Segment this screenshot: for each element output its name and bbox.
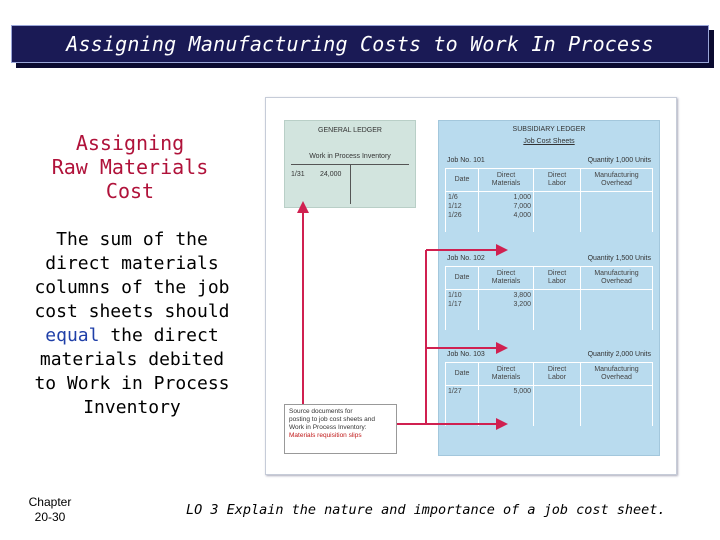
body-line: materials debited bbox=[39, 349, 225, 370]
ledger-figure: GENERAL LEDGER Work in Process Inventory… bbox=[265, 97, 677, 475]
subsidiary-ledger: SUBSIDIARY LEDGER Job Cost Sheets Job No… bbox=[438, 120, 660, 456]
job-quantity: Quantity 2,000 Units bbox=[587, 351, 651, 358]
body-line-rest: the direct bbox=[99, 325, 219, 346]
overhead-cell bbox=[580, 385, 653, 426]
equal-word: equal bbox=[45, 325, 100, 346]
job-number: Job No. 102 bbox=[447, 255, 485, 262]
source-line: Materials requisition slips bbox=[289, 432, 362, 439]
job-number: Job No. 103 bbox=[447, 351, 485, 358]
labor-cell bbox=[533, 385, 581, 426]
overhead-cell bbox=[580, 191, 653, 232]
chapter-number: 20-30 bbox=[34, 510, 66, 524]
job-quantity: Quantity 1,500 Units bbox=[587, 255, 651, 262]
gl-date: 1/31 bbox=[291, 171, 305, 178]
sub-heading-line: Raw Materials bbox=[51, 155, 209, 179]
sub-heading: Assigning Raw Materials Cost bbox=[30, 131, 230, 203]
account-name: Work in Process Inventory bbox=[309, 153, 391, 160]
general-ledger: GENERAL LEDGER Work in Process Inventory… bbox=[284, 120, 416, 208]
flow-arrows bbox=[297, 201, 508, 430]
t-account-divider bbox=[350, 164, 351, 204]
subsidiary-ledger-header: SUBSIDIARY LEDGER bbox=[512, 126, 586, 133]
chapter-line: Chapter bbox=[28, 495, 72, 509]
source-line: posting to job cost sheets and bbox=[289, 416, 376, 423]
arrow-to-source-trunk bbox=[397, 250, 427, 425]
sub-heading-line: Cost bbox=[105, 179, 155, 203]
body-text: The sum of the direct materials columns … bbox=[30, 228, 234, 420]
title-bar: Assigning Manufacturing Costs to Work In… bbox=[11, 25, 709, 63]
body-line: direct materials bbox=[45, 253, 219, 274]
slide-title: Assigning Manufacturing Costs to Work In… bbox=[66, 32, 654, 56]
body-line: Inventory bbox=[83, 397, 181, 418]
body-line: equal the direct bbox=[30, 324, 234, 348]
labor-cell bbox=[533, 289, 581, 330]
overhead-cell bbox=[580, 289, 653, 330]
subsidiary-ledger-subheader: Job Cost Sheets bbox=[523, 138, 575, 145]
chapter-label: Chapter 20-30 bbox=[10, 495, 90, 525]
col-date: Date bbox=[445, 266, 479, 290]
body-line: columns of the job bbox=[34, 277, 230, 298]
job-number: Job No. 101 bbox=[447, 157, 485, 164]
source-line: Work in Process Inventory: bbox=[289, 424, 367, 431]
general-ledger-header: GENERAL LEDGER bbox=[318, 127, 382, 134]
body-line: to Work in Process bbox=[34, 373, 230, 394]
source-documents-note: Source documents for posting to job cost… bbox=[284, 404, 397, 454]
labor-cell bbox=[533, 191, 581, 232]
learning-objective: LO 3 Explain the nature and importance o… bbox=[186, 502, 666, 518]
body-line: cost sheets should bbox=[34, 301, 230, 322]
source-line: Source documents for bbox=[289, 408, 353, 415]
sub-heading-line: Assigning bbox=[75, 131, 185, 155]
job-quantity: Quantity 1,000 Units bbox=[587, 157, 651, 164]
gl-amount: 24,000 bbox=[320, 171, 342, 178]
body-line: The sum of the bbox=[56, 229, 208, 250]
